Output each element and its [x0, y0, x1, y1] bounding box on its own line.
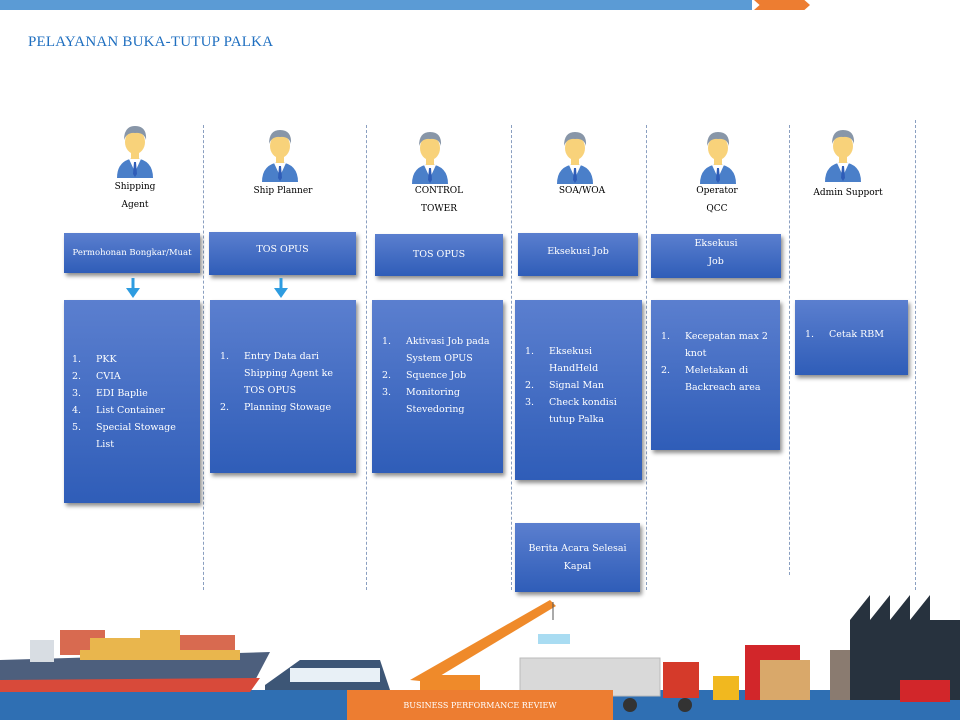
person-icon	[260, 126, 300, 182]
column-divider	[915, 120, 916, 590]
column-divider	[511, 125, 512, 590]
role-label: SOA/WOA	[558, 186, 606, 196]
list-item: Signal Man	[549, 380, 604, 391]
list-item: Squence Job	[406, 370, 467, 381]
arrow-down-icon	[274, 278, 288, 298]
detail-box: 1.Aktivasi Job pada System OPUS 2.Squenc…	[372, 300, 503, 473]
step-header: Permohonan Bongkar/Muat	[64, 233, 200, 273]
list-item: CVIA	[96, 370, 121, 382]
list-item: Check kondisi tutup Palka	[549, 397, 617, 425]
list-item: Planning Stowage	[244, 402, 332, 413]
list-item: List Container	[96, 404, 165, 416]
step-header: TOS OPUS	[375, 234, 503, 276]
detail-box: 1.Eksekusi HandHeld 2.Signal Man 3.Check…	[515, 300, 642, 480]
list-item: Eksekusi HandHeld	[549, 346, 599, 374]
role-label: Shipping Agent	[114, 182, 156, 210]
step-header: Eksekusi Job	[518, 233, 638, 276]
step-header: Eksekusi Job	[651, 234, 781, 278]
person-icon	[698, 128, 738, 184]
detail-box: 1.Kecepatan max 2 knot 2.Meletakan di Ba…	[651, 300, 780, 450]
top-chevron	[754, 0, 810, 10]
footer-banner: BUSINESS PERFORMANCE REVIEW	[347, 690, 613, 720]
detail-box: 1.Cetak RBM	[795, 300, 908, 375]
page-title: PELAYANAN BUKA-TUTUP PALKA	[28, 34, 274, 50]
list-item: EDI Baplie	[96, 387, 148, 399]
role-label: Ship Planner	[253, 186, 313, 196]
list-item: Cetak RBM	[829, 329, 885, 340]
person-icon	[823, 126, 863, 182]
list-item: Entry Data dari Shipping Agent ke TOS OP…	[244, 351, 333, 396]
step-header: TOS OPUS	[209, 232, 356, 275]
column-divider	[366, 125, 367, 590]
person-icon	[410, 128, 450, 184]
column-divider	[646, 125, 647, 590]
list-item: Kecepatan max 2 knot	[685, 331, 768, 359]
list-item: Aktivasi Job pada System OPUS	[406, 336, 490, 364]
column-divider	[789, 125, 790, 575]
arrow-down-icon	[126, 278, 140, 298]
list-item: Special Stowage List	[96, 421, 176, 450]
list-item: PKK	[96, 353, 117, 365]
column-divider	[203, 125, 204, 590]
person-icon	[115, 122, 155, 178]
detail-box: 1.PKK 2.CVIA 3.EDI Baplie 4.List Contain…	[64, 300, 200, 503]
role-label: CONTROL TOWER	[414, 186, 464, 214]
role-label: Operator QCC	[696, 186, 738, 214]
final-step-box: Berita Acara Selesai Kapal	[515, 523, 640, 592]
top-bar	[0, 0, 752, 10]
list-item: Monitoring Stevedoring	[406, 387, 465, 415]
role-label: Admin Support	[813, 188, 883, 198]
list-item: Meletakan di Backreach area	[685, 365, 761, 393]
detail-box: 1.Entry Data dari Shipping Agent ke TOS …	[210, 300, 356, 473]
person-icon	[555, 128, 595, 184]
